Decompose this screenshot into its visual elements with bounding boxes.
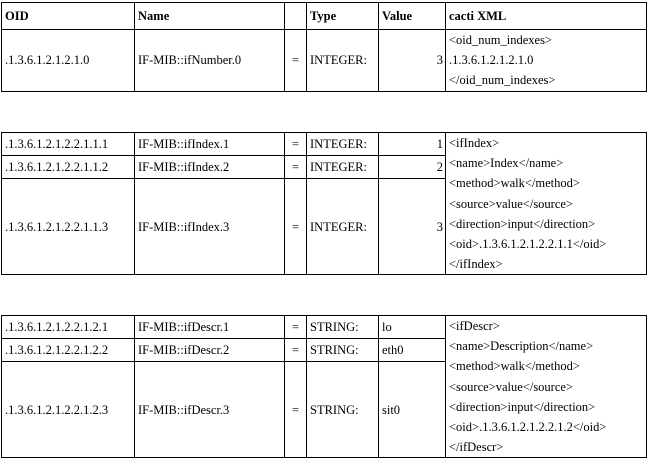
xml-line: <method>walk</method>	[449, 359, 580, 374]
type-cell: INTEGER:	[306, 178, 379, 276]
table-row: .1.3.6.1.2.1.2.1.0 IF-MIB::ifNumber.0 = …	[1, 29, 647, 92]
header-oid: OID	[1, 2, 135, 30]
name-cell: IF-MIB::ifDescr.3	[134, 361, 285, 459]
equals-cell: =	[284, 314, 307, 340]
table-row: .1.3.6.1.2.1.2.2.1.1.1 IF-MIB::ifIndex.1…	[1, 131, 647, 276]
value-cell: 3	[378, 178, 446, 276]
value-cell: sit0	[378, 361, 446, 459]
xml-line: <ifDescr>	[449, 319, 500, 333]
ifnumber-table: OID Name Type Value cacti XML .1.3.6.1.2…	[1, 2, 647, 92]
type-cell: INTEGER:	[306, 29, 379, 92]
name-cell: IF-MIB::ifIndex.1	[134, 131, 285, 157]
header-type: Type	[306, 2, 379, 30]
xml-line: </ifDescr>	[449, 440, 504, 455]
xml-line: <source>value</source>	[449, 379, 573, 394]
table-row: .1.3.6.1.2.1.2.2.1.2.3 IF-MIB::ifDescr.3…	[1, 361, 647, 459]
xml-line: <direction>input</direction>	[449, 216, 596, 231]
table-row: .1.3.6.1.2.1.2.2.1.1.2 IF-MIB::ifIndex.2…	[1, 155, 647, 180]
table-row: .1.3.6.1.2.1.2.2.1.2.1 IF-MIB::ifDescr.1…	[1, 314, 647, 459]
ifindex-table: .1.3.6.1.2.1.2.2.1.1.1 IF-MIB::ifIndex.1…	[1, 131, 647, 276]
oid-cell: .1.3.6.1.2.1.2.1.0	[1, 29, 135, 92]
header-value: Value	[378, 2, 446, 30]
xml-line: <oid_num_indexes>	[449, 33, 552, 47]
cacti-xml-cell: <oid_num_indexes> .1.3.6.1.2.1.2.1.0 </o…	[445, 29, 647, 92]
oid-cell: .1.3.6.1.2.1.2.2.1.1.2	[1, 155, 135, 180]
header-row: OID Name Type Value cacti XML	[1, 2, 647, 30]
equals-cell: =	[284, 155, 307, 180]
xml-line: <method>walk</method>	[449, 176, 580, 191]
name-cell: IF-MIB::ifNumber.0	[134, 29, 285, 92]
value-cell: 2	[378, 155, 446, 180]
cacti-xml-cell: <ifIndex> <name>Index</name> <method>wal…	[445, 131, 647, 276]
equals-cell: =	[284, 178, 307, 276]
xml-line: .1.3.6.1.2.1.2.1.0	[449, 53, 534, 68]
equals-cell: =	[284, 361, 307, 459]
type-cell: INTEGER:	[306, 131, 379, 157]
ifdescr-table: .1.3.6.1.2.1.2.2.1.2.1 IF-MIB::ifDescr.1…	[1, 314, 647, 459]
xml-line: <ifIndex>	[449, 136, 500, 150]
value-cell: 3	[378, 29, 446, 92]
table-row: .1.3.6.1.2.1.2.2.1.1.3 IF-MIB::ifIndex.3…	[1, 178, 647, 276]
xml-line: </oid_num_indexes>	[449, 73, 556, 88]
oid-cell: .1.3.6.1.2.1.2.2.1.1.3	[1, 178, 135, 276]
name-cell: IF-MIB::ifDescr.2	[134, 338, 285, 363]
name-cell: IF-MIB::ifIndex.2	[134, 155, 285, 180]
xml-line: <name>Description</name>	[449, 339, 594, 354]
type-cell: STRING:	[306, 314, 379, 340]
header-name: Name	[134, 2, 285, 30]
xml-line: <oid>.1.3.6.1.2.1.2.2.1.1</oid>	[449, 237, 607, 252]
header-eq	[284, 2, 307, 30]
oid-cell: .1.3.6.1.2.1.2.2.1.2.2	[1, 338, 135, 363]
equals-cell: =	[284, 338, 307, 363]
value-cell: lo	[378, 314, 446, 340]
equals-cell: =	[284, 131, 307, 157]
name-cell: IF-MIB::ifIndex.3	[134, 178, 285, 276]
name-cell: IF-MIB::ifDescr.1	[134, 314, 285, 340]
xml-line: <source>value</source>	[449, 196, 573, 211]
cacti-xml-cell: <ifDescr> <name>Description</name> <meth…	[445, 314, 647, 459]
xml-line: <name>Index</name>	[449, 156, 564, 171]
oid-cell: .1.3.6.1.2.1.2.2.1.2.1	[1, 314, 135, 340]
type-cell: STRING:	[306, 338, 379, 363]
table-row: .1.3.6.1.2.1.2.2.1.2.2 IF-MIB::ifDescr.2…	[1, 338, 647, 363]
type-cell: STRING:	[306, 361, 379, 459]
equals-cell: =	[284, 29, 307, 92]
value-cell: eth0	[378, 338, 446, 363]
xml-line: </ifIndex>	[449, 257, 503, 272]
xml-line: <direction>input</direction>	[449, 399, 596, 414]
oid-cell: .1.3.6.1.2.1.2.2.1.1.1	[1, 131, 135, 157]
xml-line: <oid>.1.3.6.1.2.1.2.2.1.2</oid>	[449, 420, 607, 435]
type-cell: INTEGER:	[306, 155, 379, 180]
oid-cell: .1.3.6.1.2.1.2.2.1.2.3	[1, 361, 135, 459]
value-cell: 1	[378, 131, 446, 157]
header-cacti-xml: cacti XML	[445, 2, 647, 30]
